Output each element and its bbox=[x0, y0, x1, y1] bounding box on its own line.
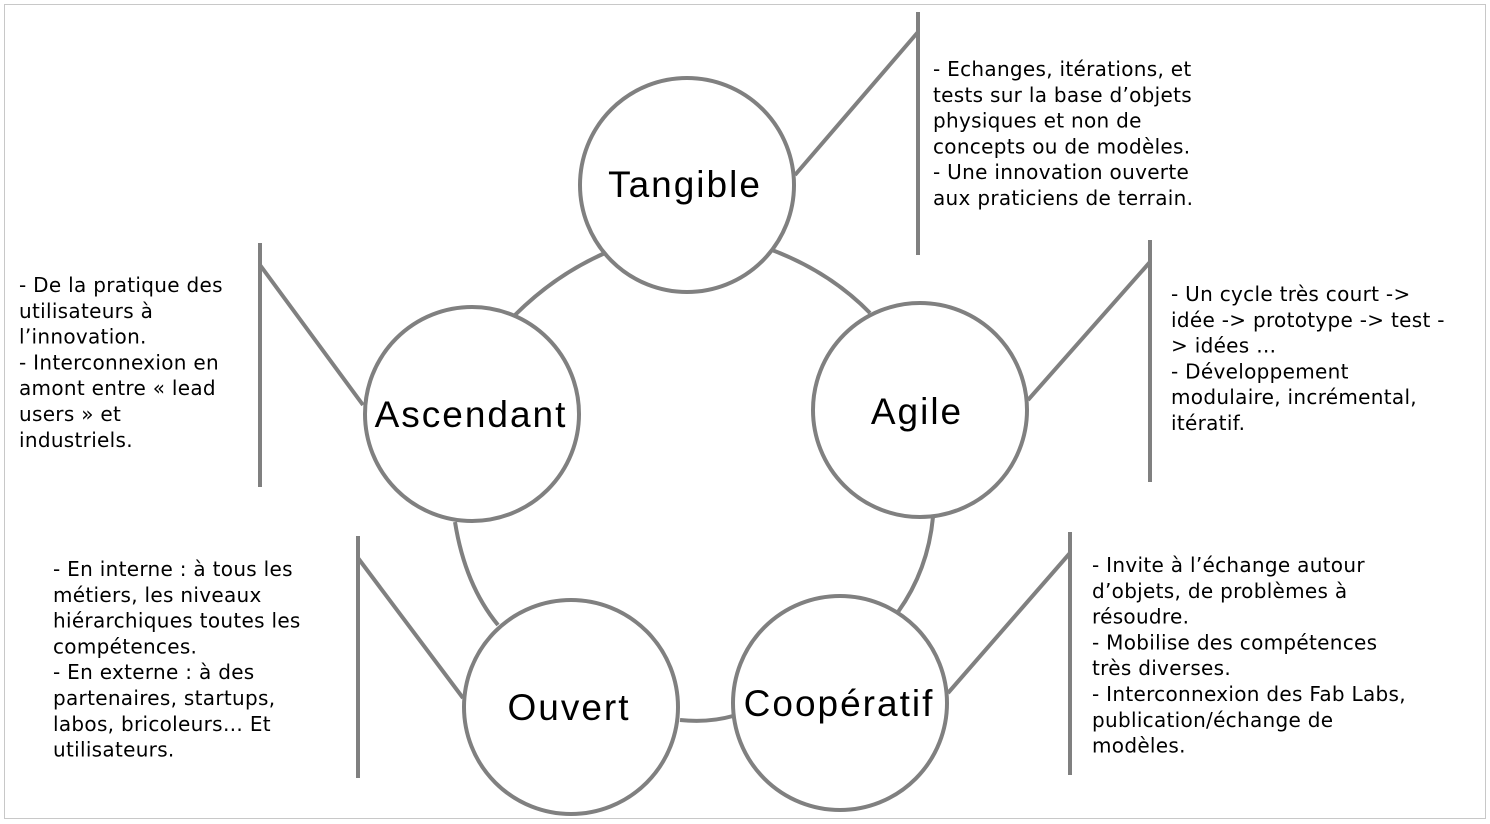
arc-cooperatif-ouvert bbox=[679, 714, 734, 723]
description-line: - Mobilise des compétences bbox=[1092, 630, 1377, 654]
bracket-tangible bbox=[793, 12, 920, 255]
description-line: industriels. bbox=[19, 428, 133, 452]
description-line: - En interne : à tous les bbox=[53, 557, 293, 581]
description-line: - De la pratique des bbox=[19, 273, 223, 297]
description-line: - Echanges, itérations, et bbox=[933, 57, 1192, 81]
bracket-cooperatif bbox=[946, 532, 1072, 775]
description-line: amont entre « lead bbox=[19, 376, 216, 400]
description-line: d’objets, de problèmes à bbox=[1092, 579, 1347, 603]
arc-ouvert-ascendant bbox=[453, 521, 500, 627]
frame bbox=[4, 4, 1486, 819]
node-ascendant: Ascendant bbox=[363, 305, 581, 523]
description-line: > idées … bbox=[1171, 334, 1276, 358]
description-line: modèles. bbox=[1092, 734, 1186, 758]
description-line: - Un cycle très court -> bbox=[1171, 282, 1411, 306]
description-line: - Interconnexion en bbox=[19, 350, 219, 374]
node-label-ouvert: Ouvert bbox=[507, 687, 630, 728]
description-line: - Développement bbox=[1171, 359, 1349, 383]
description-line: publication/échange de bbox=[1092, 708, 1333, 732]
description-line: - Interconnexion des Fab Labs, bbox=[1092, 682, 1406, 706]
description-line: itératif. bbox=[1171, 411, 1245, 435]
bracket-agile bbox=[1026, 240, 1152, 482]
description-line: partenaires, startups, bbox=[53, 686, 275, 710]
description-line: résoudre. bbox=[1092, 605, 1189, 629]
node-label-tangible: Tangible bbox=[608, 164, 762, 205]
description-line: tests sur la base d’objets bbox=[933, 83, 1192, 107]
description-line: utilisateurs. bbox=[53, 738, 175, 762]
description-line: labos, bricoleurs… Et bbox=[53, 712, 271, 736]
description-line: très diverses. bbox=[1092, 656, 1231, 680]
description-line: physiques et non de bbox=[933, 109, 1142, 133]
description-line: modulaire, incrémental, bbox=[1171, 385, 1417, 409]
node-cooperatif: Coopératif bbox=[731, 594, 949, 812]
node-tangible: Tangible bbox=[578, 76, 796, 294]
arc-ascendant-tangible bbox=[513, 251, 606, 317]
description-line: - Invite à l’échange autour bbox=[1092, 553, 1365, 577]
arc-agile-cooperatif bbox=[896, 516, 935, 614]
description-line: compétences. bbox=[53, 634, 197, 658]
node-label-agile: Agile bbox=[871, 391, 963, 432]
description-line: l’innovation. bbox=[19, 325, 147, 349]
description-agile: - Un cycle très court ->idée -> prototyp… bbox=[1171, 282, 1445, 435]
bracket-ouvert bbox=[356, 536, 465, 778]
node-ouvert: Ouvert bbox=[462, 598, 680, 816]
bracket-ascendant bbox=[258, 243, 365, 487]
description-line: hiérarchiques toutes les bbox=[53, 609, 301, 633]
description-line: utilisateurs à bbox=[19, 299, 153, 323]
node-label-ascendant: Ascendant bbox=[375, 394, 568, 435]
node-agile: Agile bbox=[811, 301, 1029, 519]
description-line: - Une innovation ouverte bbox=[933, 160, 1189, 184]
description-line: métiers, les niveaux bbox=[53, 583, 262, 607]
description-line: concepts ou de modèles. bbox=[933, 134, 1190, 158]
description-line: - En externe : à des bbox=[53, 660, 255, 684]
description-line: aux praticiens de terrain. bbox=[933, 186, 1193, 210]
description-line: users » et bbox=[19, 402, 121, 426]
node-label-cooperatif: Coopératif bbox=[744, 683, 935, 724]
description-line: idée -> prototype -> test - bbox=[1171, 308, 1445, 332]
arc-tangible-agile bbox=[771, 248, 872, 315]
